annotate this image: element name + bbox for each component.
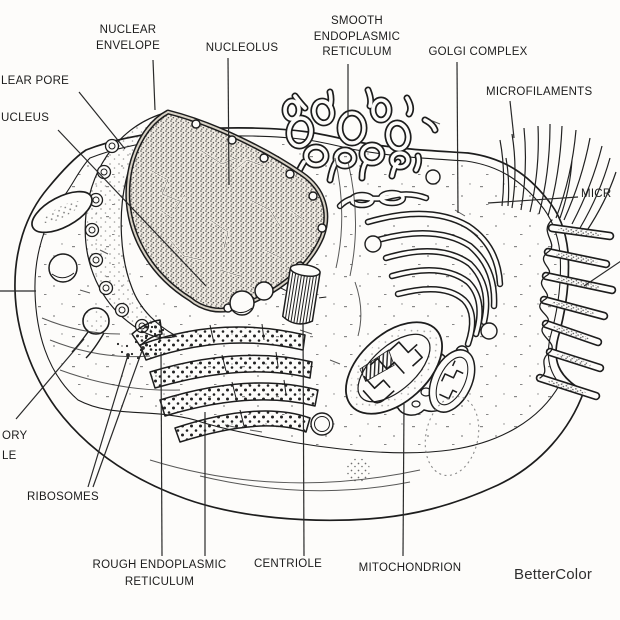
label-smooth-er: SMOOTH ENDOPLASMIC RETICULUM — [313, 15, 401, 59]
leader-mitochondrion — [402, 403, 405, 557]
cytoplasm-lines — [41, 119, 479, 492]
label-nucleolus: NUCLEOLUS — [205, 42, 279, 54]
label-rough-er: ROUGH ENDOPLASMIC RETICULUM — [92, 559, 227, 588]
label-microfilaments: MICROFILAMENTS — [486, 86, 593, 98]
microfilaments-drawing — [499, 123, 617, 233]
leader-nucleus — [57, 129, 207, 287]
label-mitochondrion: MITOCHONDRION — [358, 562, 462, 574]
microvilli-drawing — [535, 219, 617, 401]
leader-nucleolus — [227, 57, 230, 186]
label-microvilli-cut: MICR — [581, 188, 612, 200]
label-nuclear-envelope: NUCLEAR ENVELOPE — [96, 24, 160, 52]
leader-lines — [0, 57, 620, 557]
label-secretory-vesicle-cut: ORY LE — [2, 430, 28, 462]
rough-er-drawing — [131, 319, 319, 443]
nucleolus-texture — [149, 149, 305, 278]
leader-secretory-vesicle — [15, 338, 85, 420]
label-ribosomes: RIBOSOMES — [27, 491, 99, 503]
leader-rough-er-1 — [160, 351, 163, 557]
label-nucleus-cut: UCLEUS — [1, 112, 50, 124]
ribosome-dots — [116, 325, 165, 360]
watermark-bettercolor: BetterColor — [514, 566, 593, 583]
label-golgi-complex: GOLGI COMPLEX — [428, 46, 528, 58]
leader-microvilli-2 — [583, 260, 620, 287]
label-nuclear-pore-cut: LEAR PORE — [1, 75, 70, 87]
centriole-drawing — [279, 263, 327, 325]
label-centriole: CENTRIOLE — [253, 558, 323, 570]
leader-centriole — [302, 321, 305, 557]
leader-ribosomes-2 — [92, 347, 144, 488]
leader-nuclear-pore — [78, 91, 126, 150]
leader-ribosomes-1 — [87, 354, 129, 488]
leader-golgi-complex — [456, 61, 459, 214]
nucleus-drawing — [84, 109, 329, 339]
leader-microfilaments — [509, 100, 515, 139]
mitochondrion-drawing — [345, 321, 476, 415]
leader-microvilli-1 — [487, 196, 579, 204]
secretory-vesicle-drawing — [71, 307, 110, 359]
vesicles-drawing — [31, 190, 480, 482]
smooth-er-drawing — [281, 86, 439, 184]
leader-nuclear-envelope — [152, 59, 156, 111]
